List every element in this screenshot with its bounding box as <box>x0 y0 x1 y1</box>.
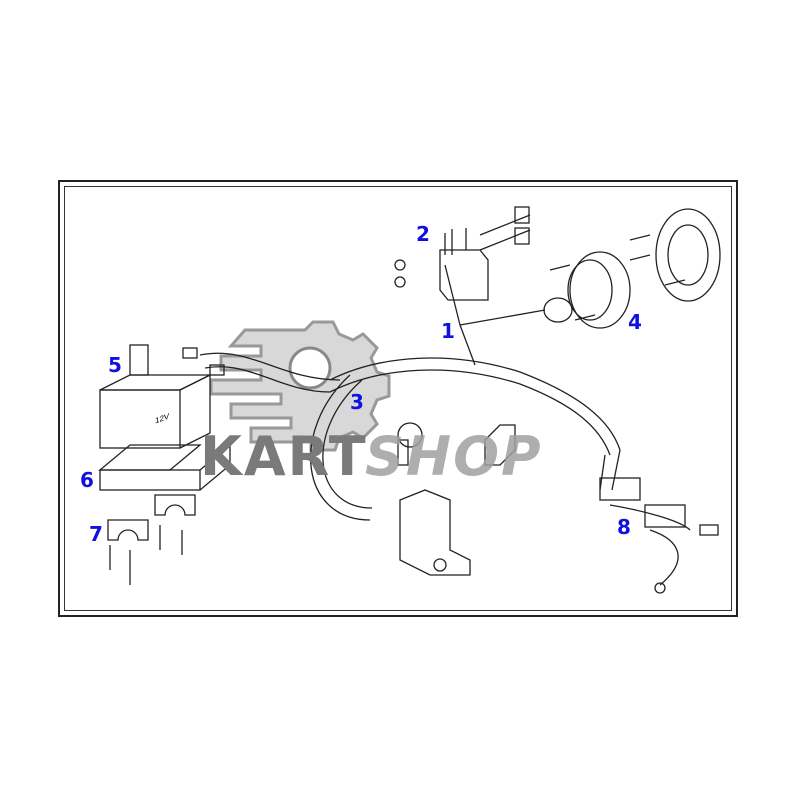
wiring-harness <box>199 264 691 594</box>
voltage-regulator <box>394 206 531 301</box>
diagram-frame-outer <box>58 180 738 617</box>
callout-2: 2 <box>416 222 430 246</box>
callout-8: 8 <box>617 515 631 539</box>
stator-flywheel <box>543 208 721 329</box>
mounting-bracket <box>397 422 516 576</box>
battery <box>99 344 225 449</box>
mounting-clamps <box>107 494 196 585</box>
watermark-logo-part2: SHOP <box>365 425 543 488</box>
watermark-logo-part1: KART <box>200 425 368 488</box>
callout-3: 3 <box>350 390 364 414</box>
battery-tray <box>98 443 231 491</box>
callout-5: 5 <box>108 353 122 377</box>
callout-1: 1 <box>441 319 455 343</box>
callout-4: 4 <box>628 310 642 334</box>
connector <box>599 477 719 536</box>
diagram-frame-inner <box>64 186 732 611</box>
callout-6: 6 <box>80 468 94 492</box>
callout-7: 7 <box>89 522 103 546</box>
